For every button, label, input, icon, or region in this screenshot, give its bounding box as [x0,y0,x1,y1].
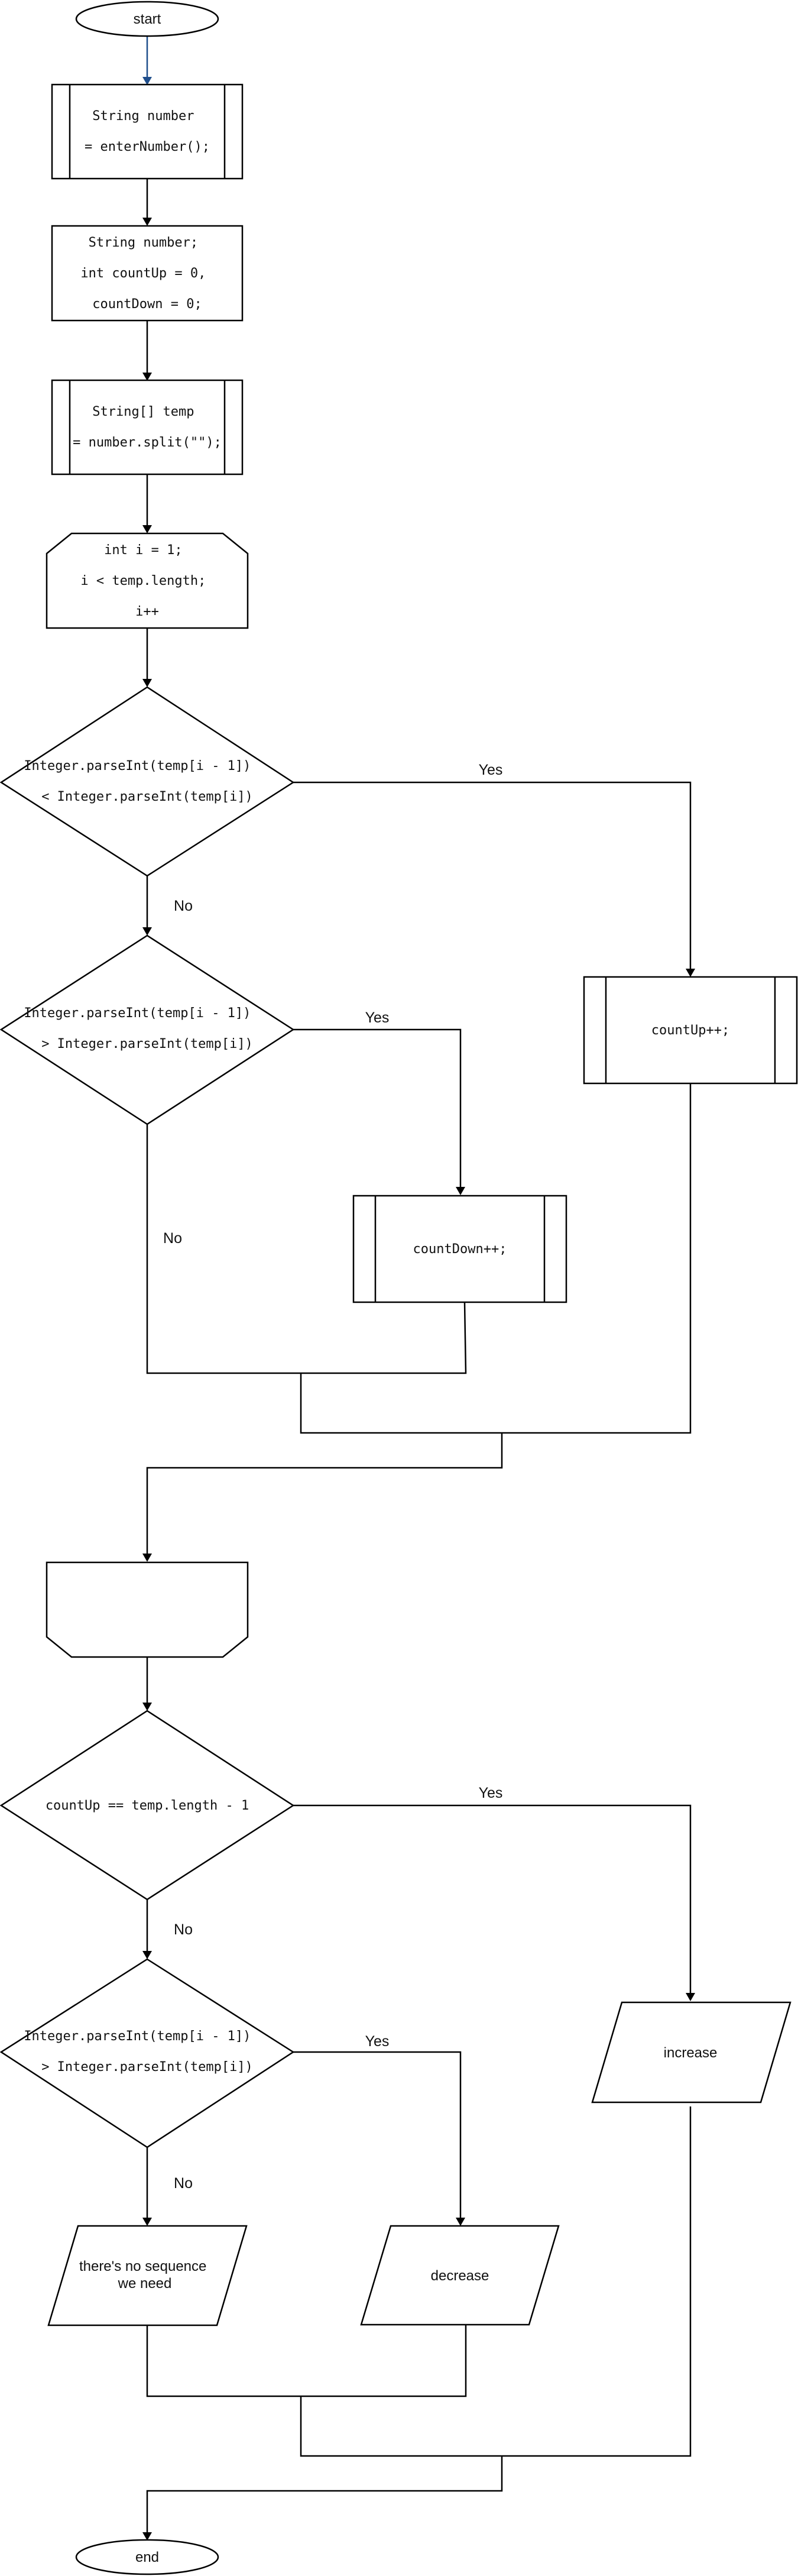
loop-start-limit[interactable] [46,532,249,629]
edge-merge-to-end [146,2456,503,2532]
check-down-text: Integer.parseInt(temp[i - 1]) > Integer.… [24,1006,258,1051]
start-text: start [134,11,161,27]
label-check-all-up-yes: Yes [479,1785,503,1801]
enter-number-process[interactable] [51,83,244,180]
edge-outer-merge-to-loop-end [146,1433,503,1554]
arrowhead [142,218,152,226]
edges [142,37,695,2541]
edge-outputs-merge [146,2325,467,2397]
arrowhead [456,2218,465,2226]
enter-number-text: String number = enterNumber(); [85,109,210,154]
declare-vars-text: String number; int countUp = 0, countDow… [80,235,213,312]
output-no-sequence[interactable] [47,2225,248,2326]
label-check-up-no: No [174,898,193,914]
label-check-up-yes: Yes [479,762,503,778]
edge-final-merge [300,2106,692,2457]
edge-check-down-no-merge [146,1124,467,1374]
count-down-text: countDown++; [413,1242,507,1257]
split-number-process[interactable] [51,379,244,475]
check-down-decision[interactable] [0,934,295,1125]
arrowhead [142,2532,152,2541]
edge-check-all-up-yes [293,1804,692,1993]
start-terminal[interactable] [75,1,219,37]
arrowhead [142,679,152,687]
edge-inner-merge [300,1083,692,1434]
edge-labels: Yes No Yes No Yes No Yes No [163,762,502,2192]
end-text: end [135,2549,159,2565]
arrowhead [142,2218,152,2226]
arrowhead [142,1951,152,1959]
arrowhead [456,1187,465,1195]
count-down-process[interactable] [352,1195,567,1303]
loop-end-limit[interactable] [46,1561,249,1658]
label-check-dec-yes: Yes [365,2033,390,2050]
arrowhead [142,1703,152,1711]
split-number-text: String[] temp = number.split(""); [73,404,222,450]
check-all-up-text: countUp == temp.length - 1 [46,1798,249,1813]
node-text: start String number = enterNumber(); Str… [24,11,729,2565]
arrowhead [142,525,152,533]
label-check-down-no: No [163,1230,182,1247]
edge-check-dec-yes [293,2051,462,2218]
arrowhead [142,77,152,85]
arrowhead [142,1554,152,1562]
label-check-down-yes: Yes [365,1009,390,1026]
check-up-text: Integer.parseInt(temp[i - 1]) < Integer.… [24,759,258,804]
arrowhead [686,969,695,977]
check-all-up-decision[interactable] [0,1710,295,1901]
output-increase[interactable] [591,2001,791,2103]
end-terminal[interactable] [75,2539,219,2575]
label-check-all-up-no: No [174,1921,193,1938]
arrowhead [686,1993,695,2001]
edge-check-down-yes [293,1028,462,1187]
output-decrease[interactable] [360,2225,560,2326]
loop-start-text: int i = 1; i < temp.length; i++ [80,543,213,619]
label-check-dec-no: No [174,2175,193,2192]
declare-vars-process[interactable] [51,225,244,322]
arrowhead [142,373,152,381]
count-up-process[interactable] [583,976,798,1085]
output-no-sequence-text: there's no sequence we need [79,2258,210,2292]
output-decrease-text: decrease [431,2268,489,2284]
check-dec-text: Integer.parseInt(temp[i - 1]) > Integer.… [24,2029,258,2075]
count-up-text: countUp++; [651,1023,729,1038]
edge-check-up-yes [293,781,692,969]
output-increase-text: increase [664,2045,718,2061]
check-up-decision[interactable] [0,686,295,877]
arrowhead [142,927,152,936]
check-dec-decision[interactable] [0,1958,295,2148]
